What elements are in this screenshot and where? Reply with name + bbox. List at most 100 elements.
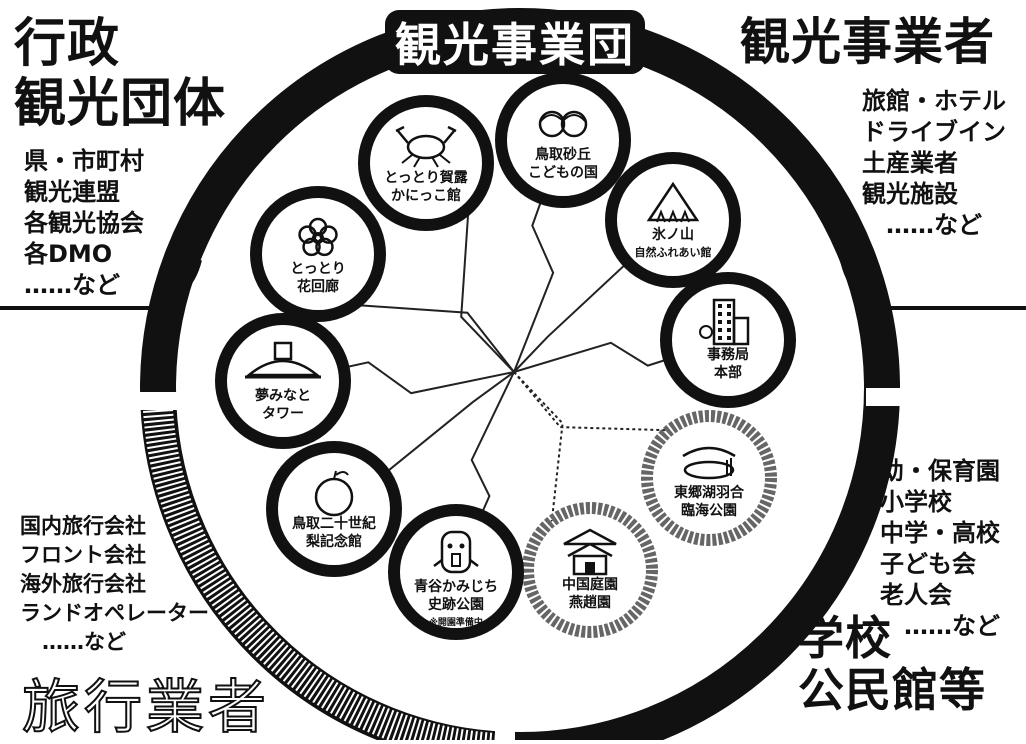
list-item: 国内旅行会社 (20, 514, 146, 538)
node-label-line: とっとり (290, 261, 346, 277)
node-label: 東郷湖羽合臨海公園 (674, 484, 744, 520)
quadrant-bl-title: 旅行業者 (21, 672, 271, 742)
quadrant-br-title: 学校 公民館等 (798, 612, 986, 716)
gap-right (866, 388, 906, 406)
node-label-line: 自然ふれあい館 (634, 246, 712, 259)
node-label-line: タワー (262, 406, 304, 422)
node-ring (266, 441, 402, 577)
quadrant-tl-list: 県・市町村 観光連盟 各観光協会 各DMO ……など (24, 146, 144, 301)
node-kodomo[interactable] (495, 72, 631, 208)
node-ring (250, 186, 386, 322)
node-label-line: こどもの国 (528, 165, 598, 181)
node-label-line: 中国庭園 (562, 577, 618, 593)
list-item: 各観光協会 (24, 209, 144, 237)
node-yumeminato[interactable] (215, 313, 351, 449)
list-item: 中学・高校 (880, 519, 1000, 547)
list-item: 小学校 (880, 488, 952, 516)
node-label: 鳥取砂丘こどもの国 (528, 146, 598, 182)
node-label: 氷ノ山自然ふれあい館 (635, 226, 712, 262)
ring-dotted-segment (143, 409, 497, 740)
node-label-line: 梨記念館 (306, 534, 362, 550)
quadrant-br-title-line: 公民館等 (798, 663, 986, 717)
tower-dome-icon (245, 341, 321, 379)
list-item: 土産業者 (862, 149, 958, 177)
node-label-line: 臨海公園 (681, 503, 737, 519)
node-ring (215, 313, 351, 449)
node-label: 夢みなとタワー (255, 387, 311, 423)
quadrant-tl-title-line: 行政 (14, 14, 121, 74)
list-item: 県・市町村 (24, 147, 144, 175)
list-item: 幼・保育園 (880, 457, 1000, 485)
node-label-line: 史跡公園 (428, 597, 484, 613)
node-note: ※開園準備中 (429, 618, 483, 628)
gap-bottom (495, 720, 515, 740)
node-label-line: とっとり賀露 (384, 170, 468, 186)
quadrant-br-title-line: 学校 (798, 611, 892, 665)
node-label: 事務局本部 (707, 346, 749, 382)
node-label: とっとり賀露かにっこ館 (384, 169, 468, 205)
quadrant-tr-title: 観光事業者 (740, 13, 995, 71)
list-item: ランドオペレーター (20, 601, 209, 625)
list-item: 観光施設 (862, 180, 958, 208)
crab-icon (395, 125, 457, 168)
divider-top-right (840, 259, 1026, 310)
list-item: ……など (42, 630, 126, 654)
flower-icon (298, 217, 338, 257)
list-item: 観光連盟 (24, 178, 120, 206)
quadrant-tr-list: 旅館・ホテル ドライブイン 土産業者 観光施設 ……など (862, 86, 1006, 241)
lake-park-icon (682, 446, 736, 480)
node-label: 青谷かみじち史跡公園 ※開園準備中 (414, 578, 498, 632)
clay-figure-icon (433, 530, 479, 574)
list-item: ……など (24, 271, 120, 299)
node-nijisseiki[interactable] (266, 441, 402, 577)
office-building-icon (699, 298, 750, 346)
quadrant-bl-list: 国内旅行会社 フロント会社 海外旅行会社 ランドオペレーター ……など (20, 512, 209, 657)
quadrant-br-list: 幼・保育園 小学校 中学・高校 子ども会 老人会 ……など (880, 456, 1000, 642)
node-group (215, 72, 796, 640)
node-label-line: 事務局 (707, 347, 749, 363)
list-item: 子ども会 (880, 550, 976, 578)
node-label-line: 鳥取砂丘 (535, 147, 591, 163)
list-item: 海外旅行会社 (20, 572, 146, 596)
node-label-line: 鳥取二十世紀 (292, 516, 376, 532)
node-enshoen[interactable] (522, 502, 658, 638)
node-kanikko[interactable] (358, 95, 494, 231)
spoke-line (513, 371, 591, 571)
list-item: 老人会 (880, 581, 952, 609)
node-label: とっとり花回廊 (290, 260, 346, 296)
node-hyonosen[interactable] (605, 152, 741, 288)
pear-icon (314, 470, 354, 517)
node-togo[interactable] (641, 410, 777, 546)
node-kairo[interactable] (250, 186, 386, 322)
list-item: ……など (904, 612, 1000, 640)
gap-left (140, 392, 180, 410)
list-item: フロント会社 (20, 543, 146, 567)
quadrant-tl-title-line: 観光団体 (14, 74, 227, 134)
node-label-line: 花回廊 (297, 279, 339, 295)
node-label-line: かにっこ館 (391, 188, 461, 204)
node-label-line: 東郷湖羽合 (674, 485, 744, 501)
node-label-line: 氷ノ山 (652, 227, 694, 243)
node-label-line: 夢みなと (255, 388, 311, 404)
chinese-pavilion-icon (563, 528, 617, 576)
list-item: 各DMO (24, 240, 113, 268)
node-label: 中国庭園燕趙園 (562, 576, 618, 612)
node-label-line: 本部 (714, 365, 742, 381)
node-aoya[interactable] (388, 504, 524, 640)
list-item: ドライブイン (862, 118, 1006, 146)
children-icon (538, 110, 588, 138)
mountain-icon (646, 181, 700, 223)
node-ring (495, 72, 631, 208)
node-label: 鳥取二十世紀梨記念館 (292, 515, 376, 551)
node-ring (358, 95, 494, 231)
node-label-line: 青谷かみじち (414, 579, 498, 595)
node-label-line: 燕趙園 (569, 595, 611, 611)
divider-top-left (0, 259, 202, 310)
quadrant-tl-title: 行政 観光団体 (14, 14, 226, 134)
node-jimukyoku[interactable] (660, 272, 796, 408)
center-title: 観光事業団 (385, 10, 645, 74)
list-item: 旅館・ホテル (862, 87, 1006, 115)
list-item: ……など (886, 211, 982, 239)
